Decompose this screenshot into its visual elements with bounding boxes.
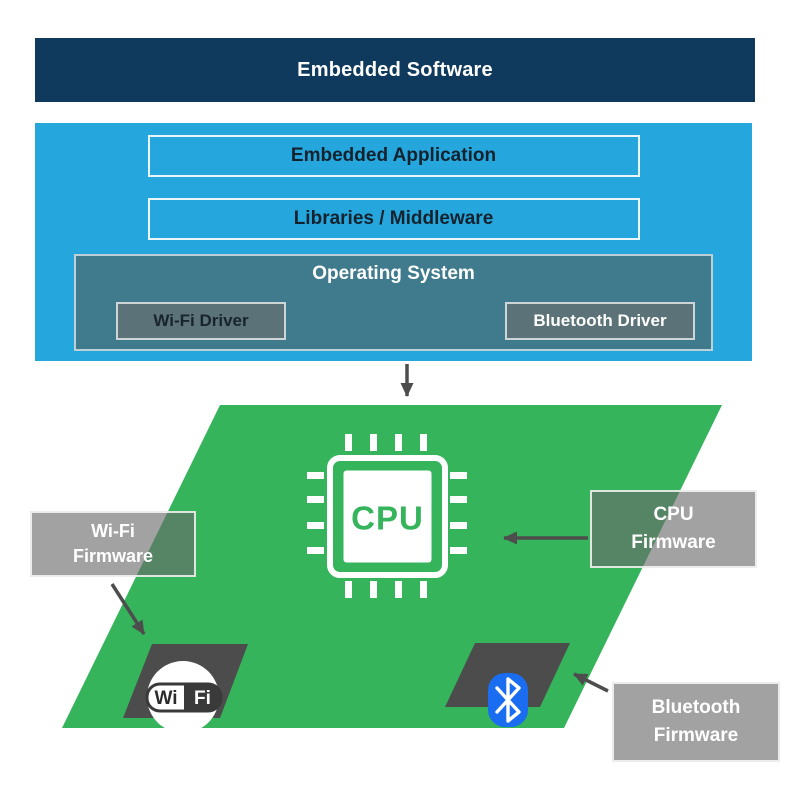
bluetooth-driver-label: Bluetooth Driver <box>533 311 667 330</box>
wifi-logo-fi-text: Fi <box>194 688 211 709</box>
bluetooth-chip <box>445 643 570 727</box>
libraries-middleware-box: Libraries / Middleware <box>147 198 640 240</box>
cpu-chip-icon: CPU <box>307 434 467 598</box>
wifi-firmware-line1: Wi-Fi <box>91 521 135 541</box>
cpu-firmware-line1: CPU <box>653 504 694 525</box>
embedded-application-label: Embedded Application <box>290 145 497 166</box>
bluetooth-firmware-line1: Bluetooth <box>651 697 741 718</box>
wifi-driver-label: Wi-Fi Driver <box>153 311 249 330</box>
cpu-icon-label: CPU <box>351 500 424 537</box>
wifi-chip: Wi Fi <box>123 644 248 733</box>
wifi-driver-box: Wi-Fi Driver <box>116 302 286 340</box>
libraries-middleware-label: Libraries / Middleware <box>293 208 494 229</box>
bluetooth-logo-icon <box>488 673 528 727</box>
operating-system-box: Operating System Wi-Fi Driver Bluetooth … <box>74 254 713 351</box>
software-stack-container: Embedded Application Libraries / Middlew… <box>35 123 752 361</box>
wifi-logo-wi-text: Wi <box>154 688 177 709</box>
cpu-firmware-label-box: CPU Firmware <box>590 490 757 568</box>
bluetooth-driver-box: Bluetooth Driver <box>505 302 695 340</box>
embedded-application-box: Embedded Application <box>147 135 640 177</box>
bluetooth-firmware-arrow-icon <box>573 672 609 693</box>
cpu-firmware-line2: Firmware <box>631 532 716 553</box>
wifi-firmware-label-box: Wi-Fi Firmware <box>30 511 196 577</box>
operating-system-label: Operating System <box>312 263 475 284</box>
embedded-software-header: Embedded Software <box>35 38 755 102</box>
wifi-firmware-line2: Firmware <box>72 546 154 566</box>
bluetooth-firmware-line2: Firmware <box>653 725 739 746</box>
wifi-logo-icon: Wi Fi <box>145 661 223 733</box>
embedded-software-title: Embedded Software <box>297 58 493 81</box>
hardware-board-graphic: CPU Wi Fi <box>62 364 722 733</box>
wifi-firmware-arrow-icon <box>110 583 146 635</box>
bluetooth-firmware-label-box: Bluetooth Firmware <box>612 682 780 762</box>
